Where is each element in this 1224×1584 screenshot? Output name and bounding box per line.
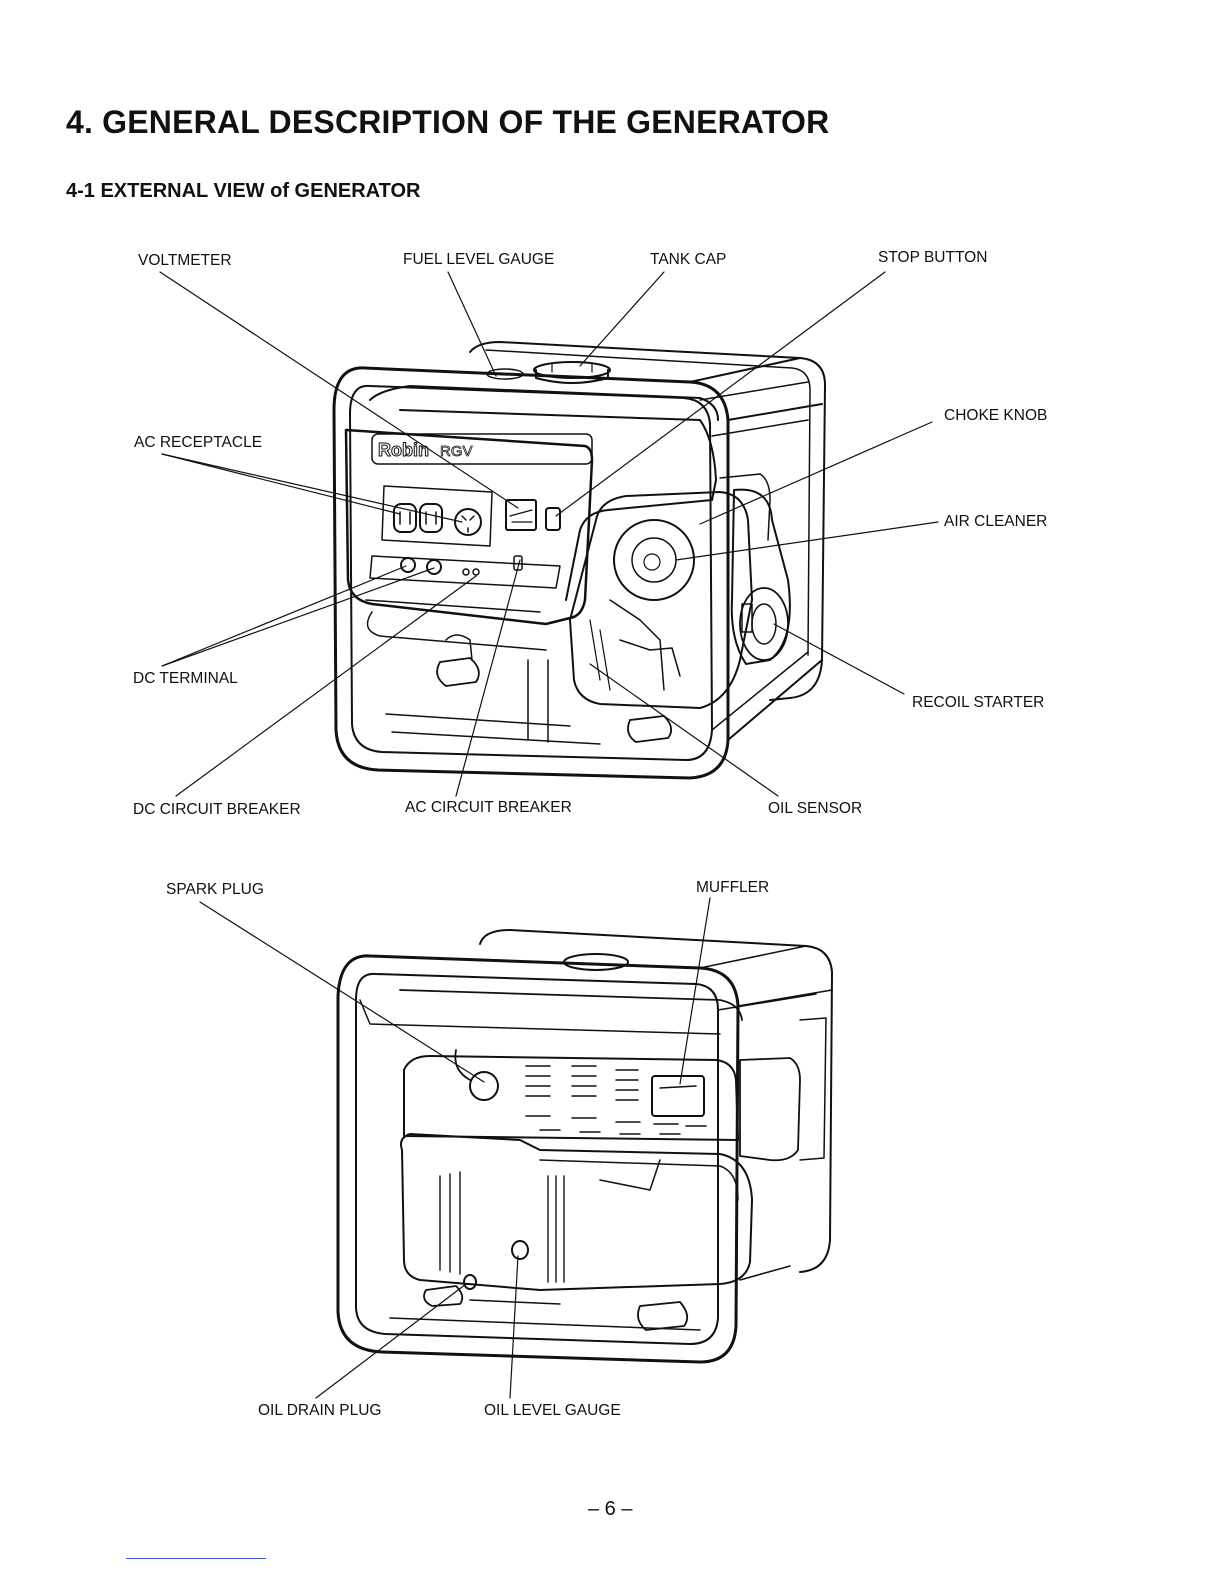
label-oil-level-gauge: OIL LEVEL GAUGE (484, 1402, 621, 1420)
front-leader-lines (160, 272, 938, 796)
svg-text:RGV: RGV (440, 443, 473, 460)
label-stop-button: STOP BUTTON (878, 249, 987, 267)
label-dc-circuit-breaker: DC CIRCUIT BREAKER (133, 801, 301, 819)
svg-text:Robin: Robin (378, 440, 429, 460)
page-number: – 6 – (588, 1498, 632, 1521)
label-oil-sensor: OIL SENSOR (768, 800, 862, 818)
generator-front-drawing: Robin RGV (334, 342, 825, 778)
rear-leader-lines (200, 898, 710, 1398)
label-muffler: MUFFLER (696, 879, 769, 897)
footer-rule (126, 1558, 266, 1559)
label-ac-receptacle: AC RECEPTACLE (134, 434, 262, 452)
label-air-cleaner: AIR CLEANER (944, 513, 1047, 531)
label-tank-cap: TANK CAP (650, 251, 726, 269)
generator-rear-drawing (338, 930, 832, 1362)
label-spark-plug: SPARK PLUG (166, 881, 264, 899)
label-fuel-level-gauge: FUEL LEVEL GAUGE (403, 251, 554, 269)
label-ac-circuit-breaker: AC CIRCUIT BREAKER (405, 799, 572, 817)
label-voltmeter: VOLTMETER (138, 252, 232, 270)
label-recoil-starter: RECOIL STARTER (912, 694, 1044, 712)
label-oil-drain-plug: OIL DRAIN PLUG (258, 1402, 381, 1420)
label-choke-knob: CHOKE KNOB (944, 407, 1047, 425)
label-dc-terminal: DC TERMINAL (133, 670, 238, 688)
